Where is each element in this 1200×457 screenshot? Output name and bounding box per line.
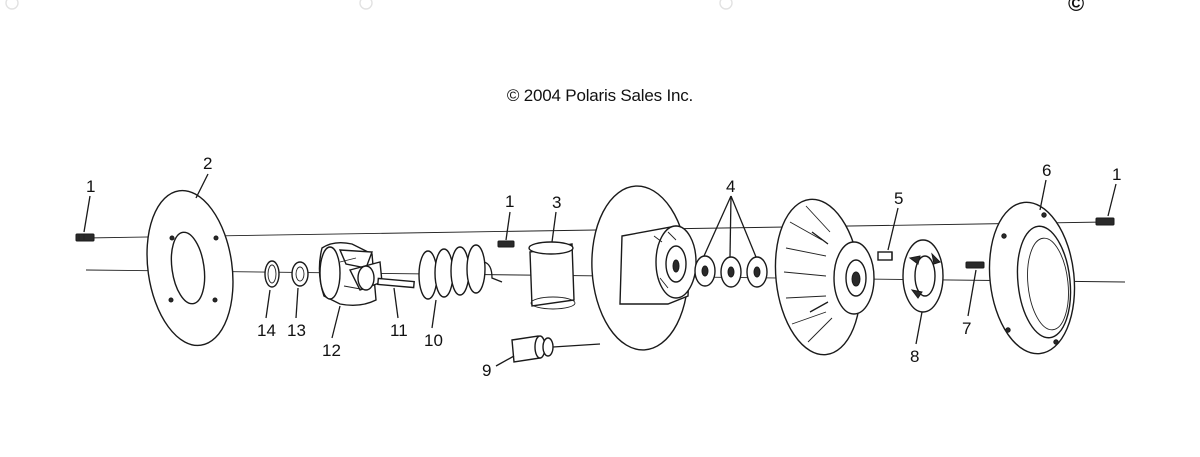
callout-10: 10 [424,331,443,350]
part-10-spring [418,244,503,300]
part-7-bolt [965,261,985,269]
callout-6: 6 [1042,161,1051,180]
part-3-sleeve [528,241,576,310]
callout-1-right: 1 [1112,165,1121,184]
part-1-bolt-center [497,240,515,248]
part-9-bushing [495,335,601,367]
part-13-washer [291,261,309,287]
copyright-notice: © 2004 Polaris Sales Inc. [506,86,694,105]
corner-copyright-mark: © [1068,0,1084,16]
callout-4: 4 [726,177,735,196]
callout-12: 12 [322,341,341,360]
callout-13: 13 [287,321,306,340]
leader-lines [83,173,1117,345]
callout-1-center: 1 [505,192,514,211]
callout-numbers: 1 2 1 3 4 5 6 1 7 8 9 10 11 12 13 14 [86,154,1121,380]
callout-3: 3 [552,193,561,212]
callout-8: 8 [910,347,919,366]
callout-7: 7 [962,319,971,338]
callout-9: 9 [482,361,491,380]
part-6-cover-ring [988,201,1076,355]
moveable-sheave [774,198,875,356]
callout-2: 2 [203,154,212,173]
part-14-snap-ring [264,260,280,288]
part-1-bolt-right [1095,217,1115,226]
callout-5: 5 [894,189,903,208]
watermark-marks [5,0,733,10]
main-sheave [591,185,697,351]
part-8-cover [902,239,944,313]
callout-14: 14 [257,321,276,340]
part-4-washers [694,255,768,288]
callout-11: 11 [390,321,408,340]
part-11-pin [377,277,415,289]
callout-1-left: 1 [86,177,95,196]
part-2-plate [146,189,234,347]
part-5-pin [877,251,893,261]
part-12-cam [318,241,383,307]
part-1-bolt-left [75,233,95,242]
